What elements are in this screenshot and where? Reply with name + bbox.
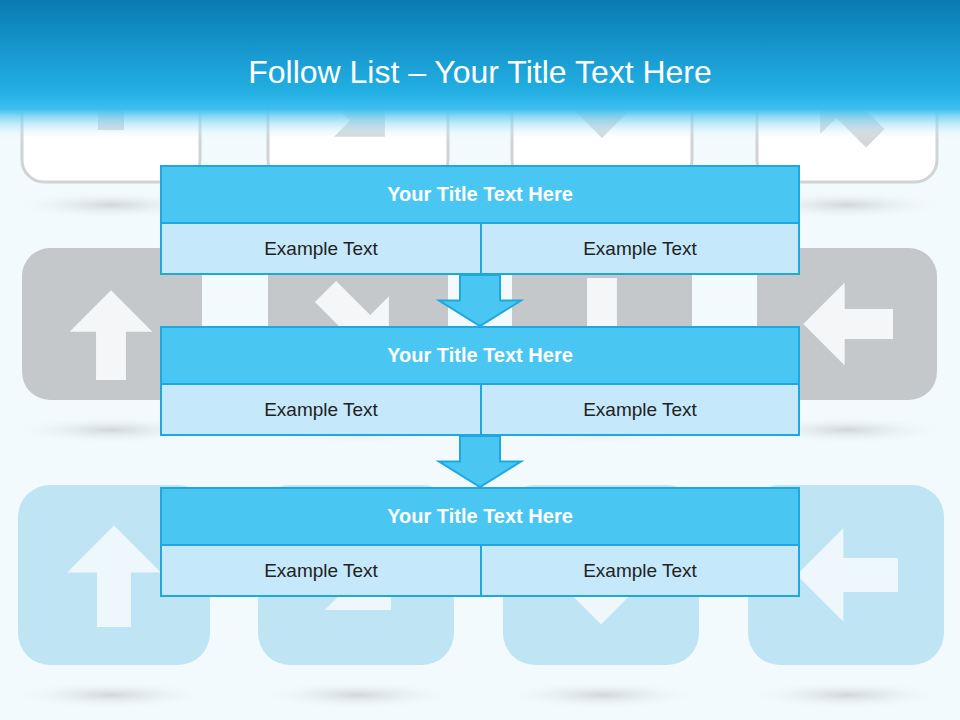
header-text: Your Title Text Here — [387, 344, 573, 367]
group-header: Your Title Text Here — [162, 489, 798, 546]
header-text: Your Title Text Here — [387, 183, 573, 206]
example-cell: Example Text — [480, 546, 798, 595]
example-cell: Example Text — [162, 546, 480, 595]
cell-text: Example Text — [583, 238, 697, 260]
group-header: Your Title Text Here — [162, 167, 798, 224]
cell-text: Example Text — [264, 238, 378, 260]
title-bar — [0, 0, 960, 140]
cell-text: Example Text — [264, 560, 378, 582]
icon-row-grey-arrows — [70, 262, 893, 384]
block-arrow — [439, 436, 521, 487]
list-group: Your Title Text HereExample Text Example … — [160, 326, 800, 436]
icon-shadows — [11, 191, 947, 709]
example-cell: Example Text — [480, 385, 798, 434]
slide-title: Follow List – Your Title Text Here — [0, 54, 960, 91]
list-group: Your Title Text HereExample Text Example … — [160, 487, 800, 597]
cell-text: Example Text — [583, 399, 697, 421]
icon-row-blue — [18, 485, 944, 665]
group-header: Your Title Text Here — [162, 328, 798, 385]
example-cell: Example Text — [480, 224, 798, 273]
cell-text: Example Text — [264, 399, 378, 421]
example-cell: Example Text — [162, 224, 480, 273]
block-arrow — [439, 275, 521, 326]
header-text: Your Title Text Here — [387, 505, 573, 528]
list-group: Your Title Text HereExample Text Example … — [160, 165, 800, 275]
cell-text: Example Text — [583, 560, 697, 582]
example-cell: Example Text — [162, 385, 480, 434]
